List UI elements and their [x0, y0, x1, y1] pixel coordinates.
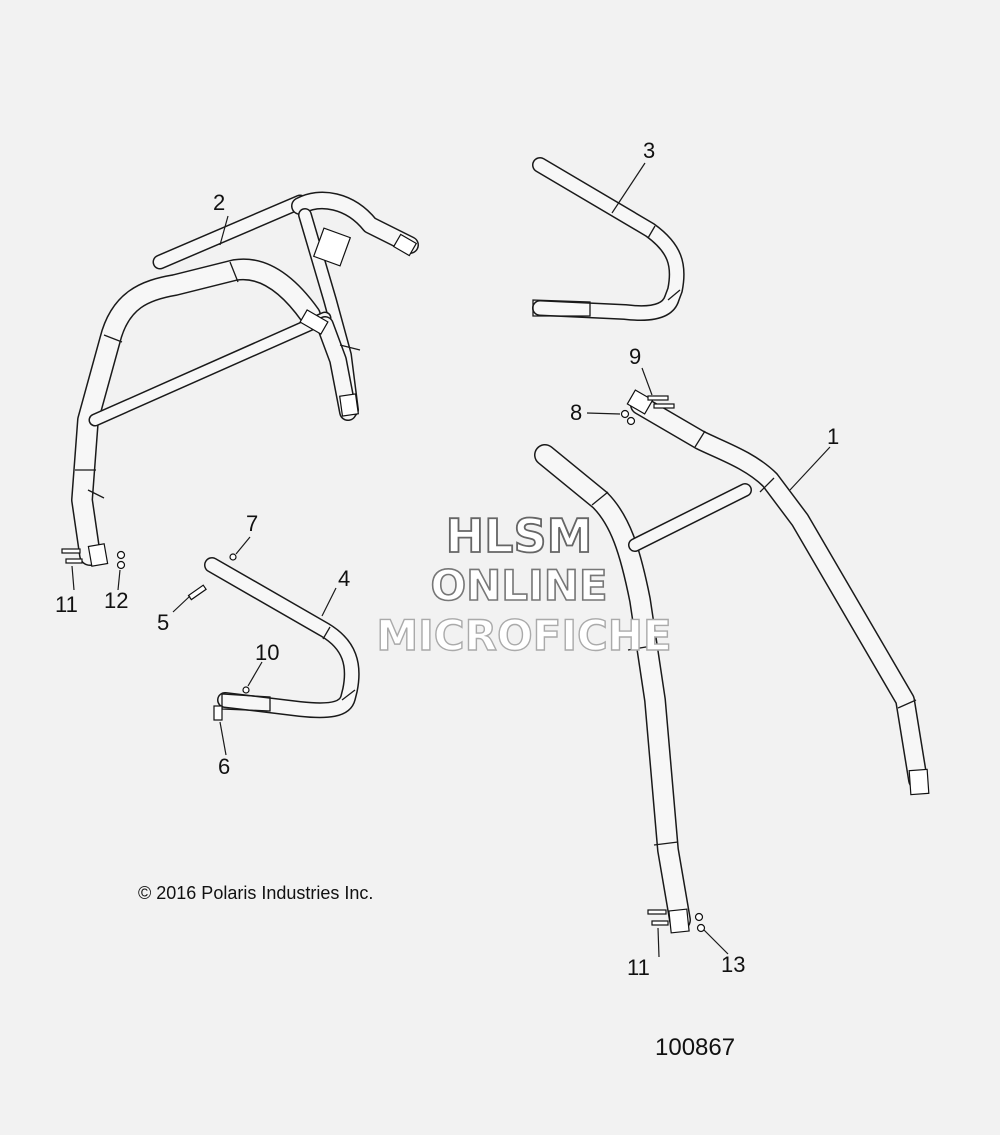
leader-lines [71, 162, 831, 958]
callouts: 2 3 1 9 8 7 4 11 12 5 10 6 11 13 [55, 138, 839, 980]
callout-11-right: 11 [627, 955, 650, 980]
watermark-line-2: ONLINE [430, 561, 607, 610]
callout-2: 2 [213, 190, 225, 215]
copyright-text: © 2016 Polaris Industries Inc. [138, 883, 373, 903]
part-2-front-cage [71, 191, 419, 567]
watermark-line-1: HLSM [446, 509, 593, 563]
callout-10: 10 [255, 640, 279, 665]
watermark: HLSM ONLINE MICROFICHE [376, 508, 673, 661]
callout-11-left: 11 [55, 592, 78, 617]
hardware [61, 395, 706, 933]
callout-6: 6 [218, 754, 230, 779]
callout-9: 9 [629, 344, 641, 369]
part-1-rear-cage [534, 389, 930, 934]
callout-5: 5 [157, 610, 169, 635]
callout-8: 8 [570, 400, 582, 425]
diagram-number: 100867 [655, 1034, 735, 1061]
watermark-line-3: MICROFICHE [376, 611, 671, 660]
callout-1: 1 [827, 424, 839, 449]
callout-3: 3 [643, 138, 655, 163]
callout-12: 12 [104, 588, 128, 613]
callout-13: 13 [721, 952, 745, 977]
part-3-side-rail [532, 157, 685, 322]
part-4-side-rail [204, 557, 360, 719]
callout-7: 7 [246, 511, 258, 536]
callout-4: 4 [338, 566, 350, 591]
